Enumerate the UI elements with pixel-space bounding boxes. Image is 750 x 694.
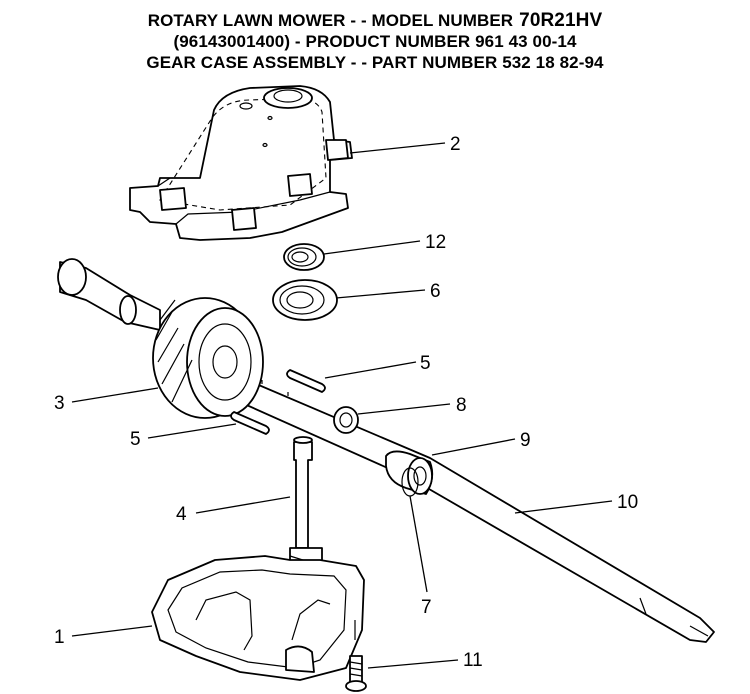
leader-4 bbox=[195, 496, 291, 514]
callout-5-upper: 5 bbox=[420, 353, 431, 374]
callout-12: 12 bbox=[425, 232, 446, 253]
leader-7 bbox=[409, 495, 428, 593]
leader-12 bbox=[323, 240, 421, 255]
callout-1: 1 bbox=[54, 627, 65, 648]
diagram-title: ROTARY LAWN MOWER - - MODEL NUMBER 70R21H… bbox=[0, 10, 750, 73]
callout-3: 3 bbox=[54, 393, 65, 414]
callout-9: 9 bbox=[520, 430, 531, 451]
part-5-pin-upper bbox=[286, 369, 326, 393]
part-8-washer bbox=[333, 406, 359, 434]
part-5-pin-lower bbox=[230, 411, 270, 435]
title-model-code: 70R21HV bbox=[519, 10, 603, 31]
callout-11: 11 bbox=[463, 650, 483, 671]
leader-lines bbox=[71, 142, 613, 669]
callout-10: 10 bbox=[617, 492, 638, 513]
callout-7: 7 bbox=[421, 597, 432, 618]
part-3-spiral-gear bbox=[57, 258, 264, 419]
leader-8 bbox=[357, 403, 451, 415]
part-10-axle-shaft bbox=[194, 359, 715, 643]
part-12-bearing bbox=[283, 243, 325, 271]
leader-9 bbox=[431, 438, 516, 456]
callout-8: 8 bbox=[456, 395, 467, 416]
leader-10 bbox=[514, 500, 613, 514]
leader-5-lower bbox=[147, 423, 237, 439]
part-9-bearing bbox=[385, 450, 434, 495]
callout-6: 6 bbox=[430, 281, 441, 302]
title-line-1: ROTARY LAWN MOWER - - MODEL NUMBER 70R21H… bbox=[0, 10, 750, 31]
callout-4: 4 bbox=[176, 504, 187, 525]
leader-2 bbox=[349, 142, 446, 154]
leader-3 bbox=[71, 387, 159, 403]
part-2-gear-case-cover bbox=[129, 85, 353, 241]
leader-1 bbox=[71, 625, 153, 637]
part-6-bearing bbox=[272, 279, 338, 321]
leader-11 bbox=[367, 659, 459, 669]
callout-2: 2 bbox=[450, 134, 461, 155]
callout-5-lower: 5 bbox=[130, 429, 141, 450]
title-line-3: GEAR CASE ASSEMBLY - - PART NUMBER 532 1… bbox=[146, 53, 604, 72]
part-1-gear-case-bottom bbox=[151, 555, 365, 681]
part-11-screw bbox=[345, 620, 367, 692]
leader-6 bbox=[335, 289, 426, 299]
leader-5-upper bbox=[324, 361, 417, 379]
title-line-2: (96143001400) - PRODUCT NUMBER 961 43 00… bbox=[173, 32, 577, 51]
title-model-label: ROTARY LAWN MOWER - - MODEL NUMBER bbox=[147, 11, 514, 30]
